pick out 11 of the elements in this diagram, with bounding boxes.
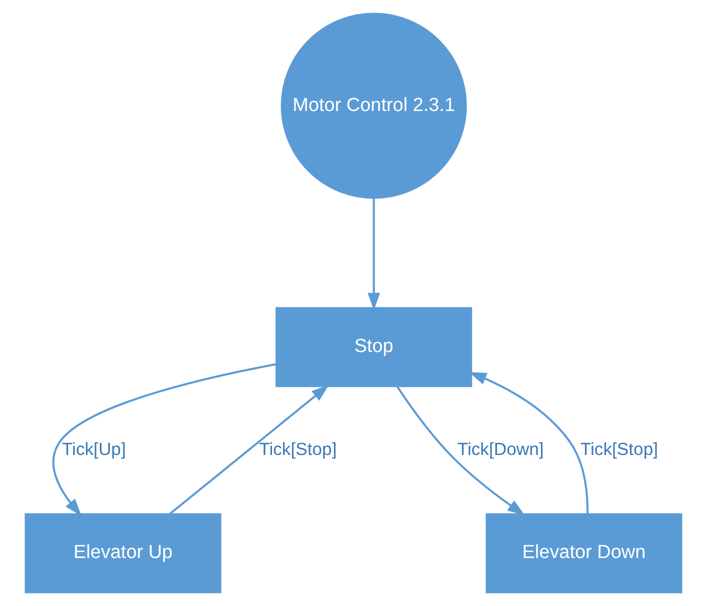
arrow bbox=[169, 384, 330, 515]
node-box: Elevator Down bbox=[486, 513, 682, 594]
node-circle: Motor Control 2.3.1 bbox=[280, 12, 467, 199]
edge-label: Tick[Down] bbox=[457, 438, 544, 459]
edge-label: Tick[Stop] bbox=[259, 438, 337, 459]
node-box: Stop bbox=[276, 307, 472, 388]
edge-label: Tick[Stop] bbox=[580, 438, 658, 459]
edge-label: Tick[Up] bbox=[62, 438, 126, 459]
arrow bbox=[396, 386, 526, 516]
arrow bbox=[52, 363, 276, 516]
node-box: Elevator Up bbox=[24, 513, 222, 594]
